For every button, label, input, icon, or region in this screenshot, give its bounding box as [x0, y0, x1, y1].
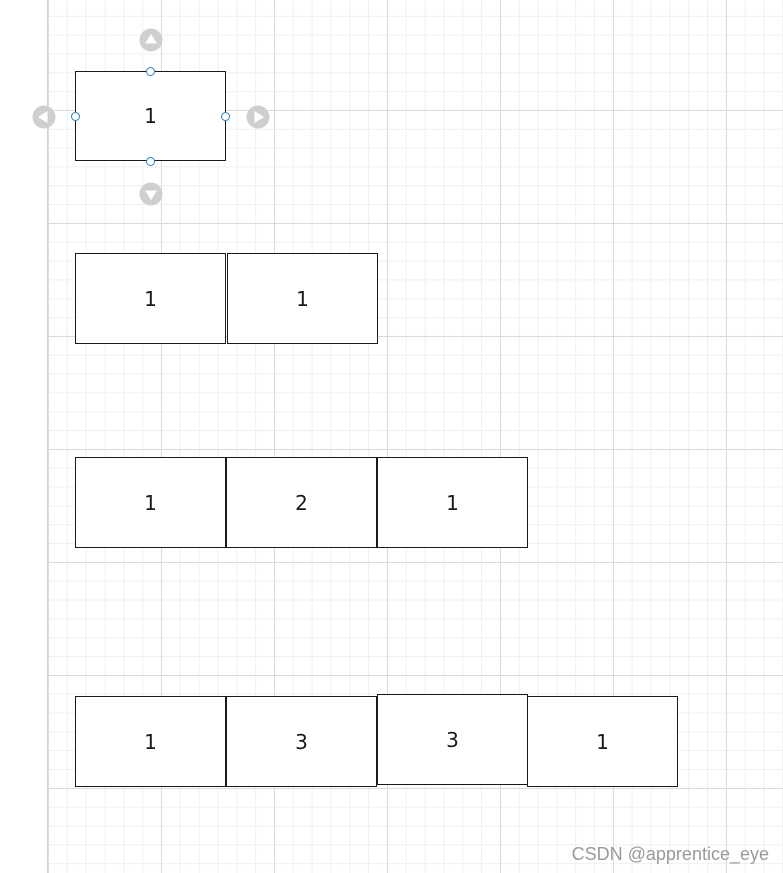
row-2-cell-2[interactable]: 1 — [227, 253, 378, 344]
arrow-right-icon[interactable] — [246, 105, 270, 129]
resize-handle-bottom[interactable] — [146, 157, 155, 166]
row-4-cell-2[interactable]: 3 — [226, 696, 377, 787]
arrow-down-icon[interactable] — [139, 182, 163, 206]
canvas-margin — [0, 0, 47, 873]
row-2-cell-1[interactable]: 1 — [75, 253, 226, 344]
row-3-cell-2[interactable]: 2 — [226, 457, 377, 548]
row-3-cell-1[interactable]: 1 — [75, 457, 226, 548]
row-1-cell-1[interactable]: 1 — [75, 71, 226, 161]
resize-handle-right[interactable] — [221, 112, 230, 121]
row-4-cell-4[interactable]: 1 — [527, 696, 678, 787]
resize-handle-left[interactable] — [71, 112, 80, 121]
resize-handle-top[interactable] — [146, 67, 155, 76]
watermark: CSDN @apprentice_eye — [571, 844, 769, 864]
row-3-cell-3[interactable]: 1 — [377, 457, 528, 548]
arrow-left-icon[interactable] — [32, 105, 56, 129]
row-4-cell-1[interactable]: 1 — [75, 696, 226, 787]
row-4-cell-3[interactable]: 3 — [377, 694, 528, 785]
arrow-up-icon[interactable] — [139, 28, 163, 52]
